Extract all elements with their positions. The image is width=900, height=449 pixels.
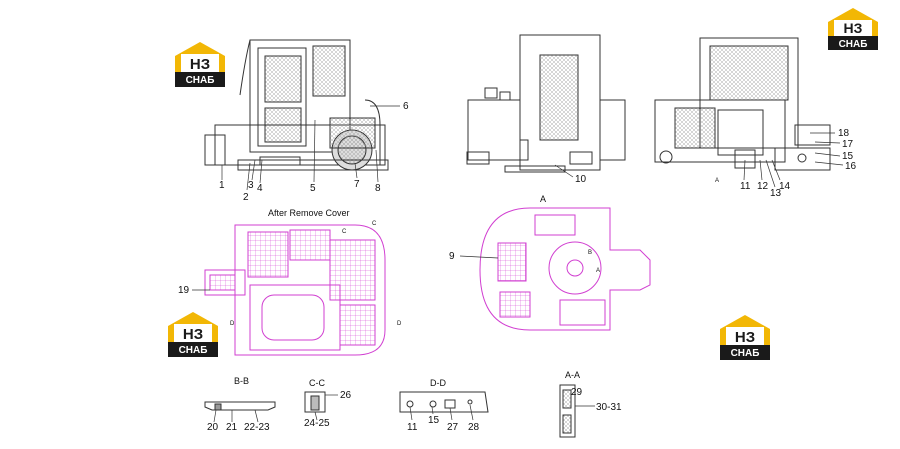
callout-3: 3 <box>248 180 254 191</box>
callout-21: 21 <box>226 422 238 433</box>
callout-17: 17 <box>842 139 854 150</box>
callout-24-25: 24-25 <box>304 418 330 429</box>
section-aa <box>559 384 576 438</box>
callout-19: 19 <box>178 285 190 296</box>
section-aa-title: A-A <box>565 370 580 380</box>
callout-15-dd: 15 <box>428 415 440 426</box>
callout-15: 15 <box>842 151 854 162</box>
callout-20: 20 <box>207 422 219 433</box>
callout-14: 14 <box>779 181 791 192</box>
rear-view-leaders <box>743 132 844 188</box>
callout-10: 10 <box>575 174 587 185</box>
marker-a-rear: A <box>715 178 719 184</box>
callout-9: 9 <box>449 251 455 262</box>
section-cc-title: C-C <box>309 378 325 388</box>
callout-13: 13 <box>770 188 782 199</box>
callout-8: 8 <box>375 183 381 194</box>
marker-a-plan: A <box>596 268 600 274</box>
section-dd-leaders <box>409 404 474 421</box>
front-view <box>466 34 626 173</box>
side-view-leaders <box>221 105 400 191</box>
section-bb <box>204 401 276 411</box>
section-dd-title: D-D <box>430 378 446 388</box>
callout-27: 27 <box>447 422 459 433</box>
callout-16: 16 <box>845 161 857 172</box>
marker-d-right: D <box>397 321 402 327</box>
logo-caption: СНАБ <box>731 348 760 359</box>
section-dd <box>399 391 489 413</box>
rear-view <box>654 37 831 171</box>
marker-d-left: D <box>230 321 235 327</box>
callout-26: 26 <box>340 390 352 401</box>
logo-mark: НЗ <box>735 329 755 346</box>
marker-b: B <box>588 250 592 256</box>
logo-caption: СНАБ <box>186 75 215 86</box>
callout-4: 4 <box>257 183 263 194</box>
logo-caption: СНАБ <box>179 345 208 356</box>
logo-bottom-right: НЗ СНАБ <box>720 315 770 360</box>
plan-view-a <box>479 207 651 331</box>
logo-top-left: НЗ СНАБ <box>175 42 225 87</box>
section-bb-leaders <box>213 409 259 423</box>
logo-top-right: НЗ СНАБ <box>828 8 878 50</box>
callout-28: 28 <box>468 422 480 433</box>
plan-view-top <box>204 224 386 356</box>
callout-5: 5 <box>310 183 316 194</box>
logo-bottom-left: НЗ СНАБ <box>168 312 218 357</box>
section-cc <box>304 391 326 413</box>
callout-2: 2 <box>243 192 249 203</box>
callout-18: 18 <box>838 128 850 139</box>
logo-mark: НЗ <box>190 56 210 73</box>
side-view <box>204 39 389 171</box>
logo-mark: НЗ <box>183 326 203 343</box>
logo-mark: НЗ <box>844 20 863 36</box>
view-a-title: A <box>540 194 546 204</box>
callout-1: 1 <box>219 180 225 191</box>
callout-29: 29 <box>571 387 583 398</box>
callout-6: 6 <box>403 101 409 112</box>
callout-11-dd: 11 <box>407 422 418 433</box>
callout-7: 7 <box>354 179 360 190</box>
logo-caption: СНАБ <box>839 39 868 50</box>
callout-30-31: 30-31 <box>596 402 622 413</box>
section-bb-title: B-B <box>234 376 249 386</box>
callout-11: 11 <box>740 181 751 192</box>
marker-c-right: C <box>372 221 377 227</box>
after-remove-cover-title: After Remove Cover <box>268 208 350 218</box>
marker-c-left: C <box>342 229 347 235</box>
callout-22-23: 22-23 <box>244 422 270 433</box>
callout-12: 12 <box>757 181 769 192</box>
